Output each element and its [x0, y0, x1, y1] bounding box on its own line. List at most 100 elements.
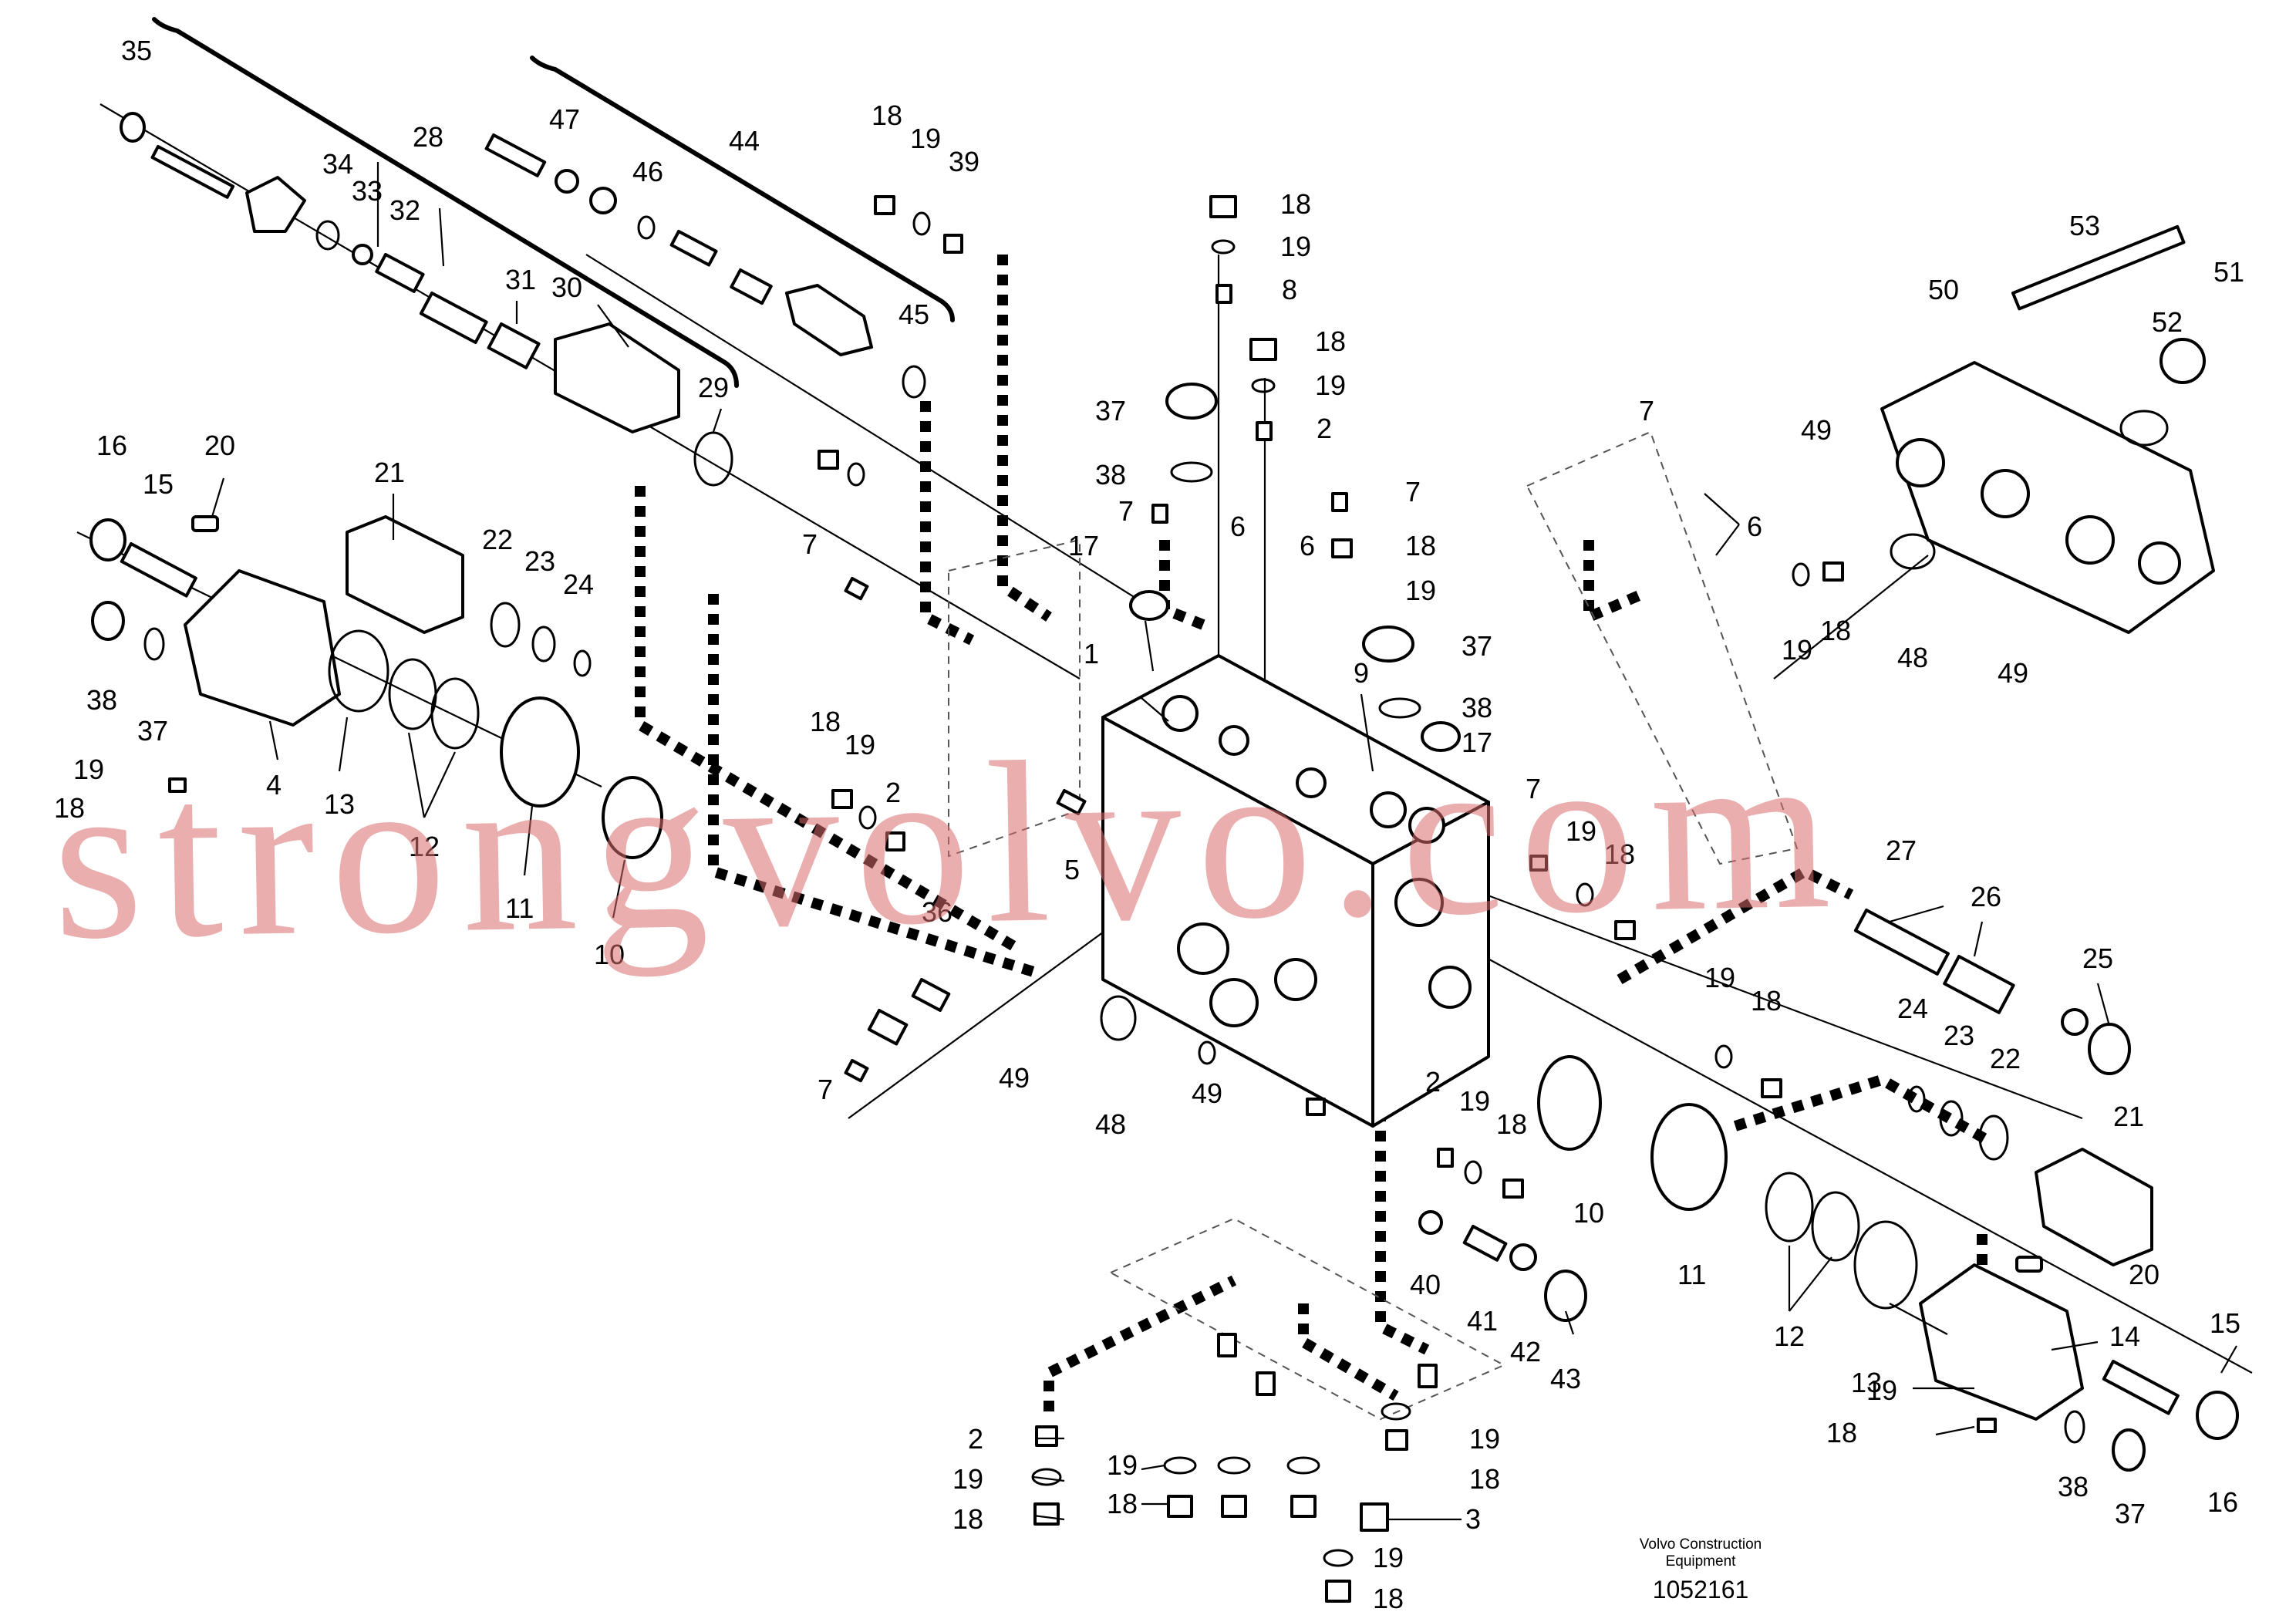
- callout-18k: 18: [1496, 1108, 1527, 1140]
- o-ring-12b-left: [430, 677, 480, 750]
- dash-group-3: [997, 255, 1052, 622]
- callout-18h: 18: [1820, 615, 1851, 646]
- plug-17-left: [1129, 590, 1169, 621]
- plug-3-bottom: [1360, 1502, 1389, 1532]
- plug-2-center: [1256, 421, 1273, 441]
- cap-14-left: [184, 569, 341, 727]
- callout-18d: 18: [1405, 530, 1436, 561]
- leader-13b: [1889, 1303, 1948, 1335]
- callout-24a: 24: [563, 568, 594, 600]
- callout-2c: 2: [1425, 1066, 1441, 1098]
- plug-18-lower-left: [831, 789, 853, 809]
- plug-18-bottom-right: [1385, 1429, 1408, 1451]
- washer-35: [120, 112, 146, 143]
- callout-21a: 21: [374, 457, 405, 488]
- axis-line-right-lower: [1426, 925, 2253, 1374]
- o-ring-24-left: [573, 649, 592, 677]
- plug-7-right: [1529, 855, 1548, 872]
- spring-41: [1462, 1225, 1508, 1262]
- plug-7-lower-left: [844, 1059, 869, 1083]
- port-side-1: [1394, 878, 1444, 927]
- screw-18-left-lower: [168, 777, 187, 793]
- o-ring-48-front: [1100, 995, 1137, 1041]
- callout-19d: 19: [1405, 575, 1436, 606]
- callout-42: 42: [1510, 1336, 1541, 1367]
- plug-37-right-center: [1362, 626, 1414, 663]
- plug-18-top: [874, 195, 895, 215]
- o-ring-12b-right: [1811, 1191, 1860, 1262]
- o-ring-22-left: [490, 602, 521, 648]
- callout-15a: 15: [143, 468, 174, 500]
- leader-1: [1141, 697, 1169, 722]
- plug-18-right-lower: [1502, 1179, 1524, 1199]
- port-top-1: [1161, 695, 1199, 732]
- axis-line-right-mid: [1465, 885, 2083, 1120]
- plug-18-center: [1209, 195, 1237, 218]
- callout-20a: 20: [204, 430, 235, 461]
- callout-5: 5: [1064, 854, 1080, 885]
- leader-13: [338, 717, 349, 772]
- o-ring-19-mid: [847, 462, 865, 487]
- callout-38a: 38: [1095, 459, 1126, 491]
- callout-7c: 7: [802, 528, 818, 560]
- leader-12a: [407, 732, 426, 818]
- callout-45: 45: [899, 298, 929, 330]
- o-ring-19-bottom-right: [1381, 1402, 1411, 1421]
- o-ring-29: [693, 431, 733, 487]
- port-front-2: [1209, 978, 1259, 1027]
- callout-12b: 12: [1774, 1320, 1805, 1352]
- nut-46: [589, 187, 617, 214]
- callout-37c: 37: [137, 715, 168, 747]
- company-name-line-2: Equipment: [1666, 1553, 1737, 1570]
- leader-26: [1973, 921, 1984, 957]
- o-ring-19-top: [912, 211, 931, 236]
- plug-4: [867, 1009, 909, 1046]
- bolt-20-left: [191, 515, 219, 532]
- spring-11-right: [1650, 1103, 1728, 1211]
- callout-32: 32: [389, 194, 420, 226]
- port-front-3: [1274, 958, 1317, 1001]
- o-ring-49-front: [1198, 1040, 1216, 1065]
- plug-51: [2159, 338, 2206, 384]
- dash-group-7: [1617, 865, 1854, 985]
- callout-51: 51: [2213, 256, 2244, 288]
- callout-10b: 10: [1573, 1197, 1604, 1229]
- callout-18f: 18: [54, 792, 85, 824]
- valve-21-right: [2035, 1148, 2153, 1266]
- callout-18j: 18: [1751, 985, 1782, 1017]
- leader-18m: [1033, 1514, 1065, 1521]
- callout-39: 39: [949, 146, 979, 177]
- callout-18o: 18: [1469, 1463, 1500, 1495]
- callout-52: 52: [2152, 306, 2183, 338]
- callout-23b: 23: [1944, 1020, 1974, 1051]
- callout-8: 8: [1282, 274, 1297, 305]
- housing-50-port-1: [1896, 438, 1945, 487]
- leader-lines: [211, 162, 2237, 1521]
- leader-19m: [1033, 1475, 1065, 1482]
- washer-47: [555, 169, 579, 194]
- o-ring-19-center-2: [1251, 378, 1276, 393]
- seat-42: [1509, 1243, 1537, 1271]
- callout-2d: 2: [968, 1423, 983, 1455]
- callout-19j: 19: [1704, 962, 1735, 993]
- callout-48b: 48: [1897, 642, 1928, 673]
- o-ring-23-right: [1939, 1100, 1964, 1137]
- callout-34: 34: [322, 148, 353, 180]
- callout-18g-hidden: 7: [818, 1074, 833, 1105]
- o-ring-52: [2119, 410, 2169, 447]
- callout-19o: 19: [1469, 1423, 1500, 1455]
- plug-bottom-a: [1217, 1333, 1237, 1357]
- callout-labels: 35 28 34 33 32 31 30 29 47 44 46 45 18 1…: [54, 35, 2244, 1614]
- housing-50-body: [1880, 361, 2215, 634]
- o-ring-12a-right: [1765, 1172, 1814, 1243]
- bracket-44: [530, 56, 955, 322]
- callout-11a: 11: [505, 892, 534, 924]
- callout-7f: 7: [1526, 773, 1541, 804]
- callout-4: 4: [266, 769, 282, 801]
- leader-14: [2051, 1340, 2099, 1351]
- central-valve-block: [1101, 654, 1490, 1128]
- drawing-number: 1052161: [1653, 1576, 1749, 1603]
- o-ring-19-bottom-3: [1286, 1456, 1320, 1475]
- block-side-face: [1371, 801, 1490, 1128]
- dash-group-12: [1298, 1303, 1399, 1401]
